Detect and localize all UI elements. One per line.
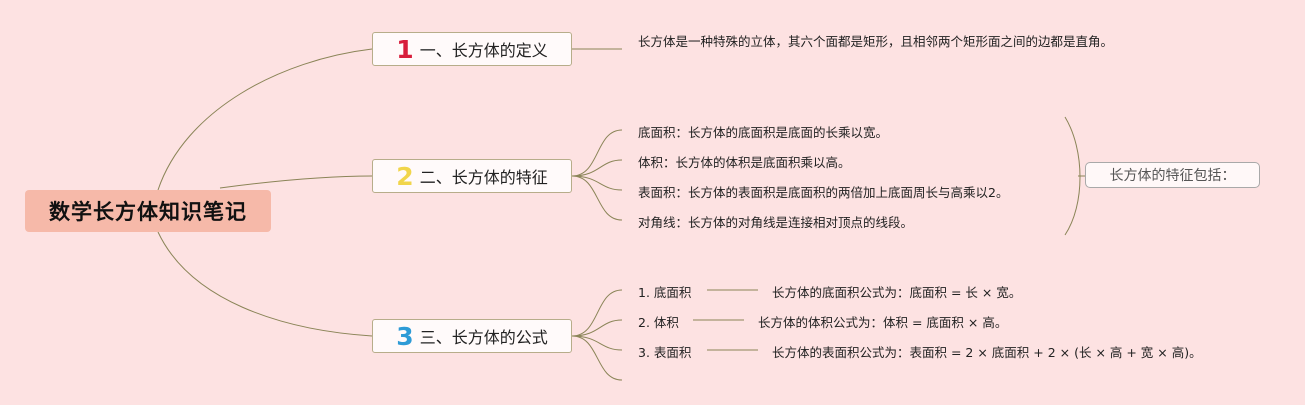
- number-badge-3: 3: [396, 321, 414, 351]
- topic-definition[interactable]: 1 一、长方体的定义: [372, 32, 572, 66]
- definition-text[interactable]: 长方体是一种特殊的立体，其六个面都是矩形，且相邻两个矩形面之间的边都是直角。: [638, 34, 1114, 49]
- number-badge-2: 2: [396, 161, 414, 191]
- root-title: 数学长方体知识笔记: [49, 200, 247, 224]
- feature-volume[interactable]: 体积：长方体的体积是底面积乘以高。: [638, 155, 851, 170]
- number-badge-1: 1: [396, 34, 414, 64]
- feature-base-area[interactable]: 底面积：长方体的底面积是底面的长乘以宽。: [638, 125, 889, 140]
- topic-formulas[interactable]: 3 三、长方体的公式: [372, 319, 572, 353]
- topic-label: 一、长方体的定义: [419, 41, 548, 60]
- root-node[interactable]: 数学长方体知识笔记: [25, 190, 271, 232]
- formula-detail-surface-area[interactable]: 长方体的表面积公式为：表面积 = 2 × 底面积 + 2 × (长 × 高 + …: [772, 345, 1202, 360]
- formula-detail-volume[interactable]: 长方体的体积公式为：体积 = 底面积 × 高。: [758, 315, 1008, 330]
- topic-features[interactable]: 2 二、长方体的特征: [372, 159, 572, 193]
- feature-diagonal[interactable]: 对角线：长方体的对角线是连接相对顶点的线段。: [638, 215, 914, 230]
- formula-name-surface-area[interactable]: 3. 表面积: [638, 345, 692, 360]
- formula-name-base-area[interactable]: 1. 底面积: [638, 285, 692, 300]
- formula-detail-base-area[interactable]: 长方体的底面积公式为：底面积 = 长 × 宽。: [772, 285, 1022, 300]
- formula-name-volume[interactable]: 2. 体积: [638, 315, 679, 330]
- feature-surface-area[interactable]: 表面积：长方体的表面积是底面积的两倍加上底面周长与高乘以2。: [638, 185, 1009, 200]
- summary-label: 长方体的特征包括：: [1109, 168, 1236, 184]
- topic-label: 二、长方体的特征: [419, 168, 548, 187]
- topic-label: 三、长方体的公式: [419, 328, 548, 347]
- feature-summary-node[interactable]: 长方体的特征包括：: [1085, 162, 1260, 188]
